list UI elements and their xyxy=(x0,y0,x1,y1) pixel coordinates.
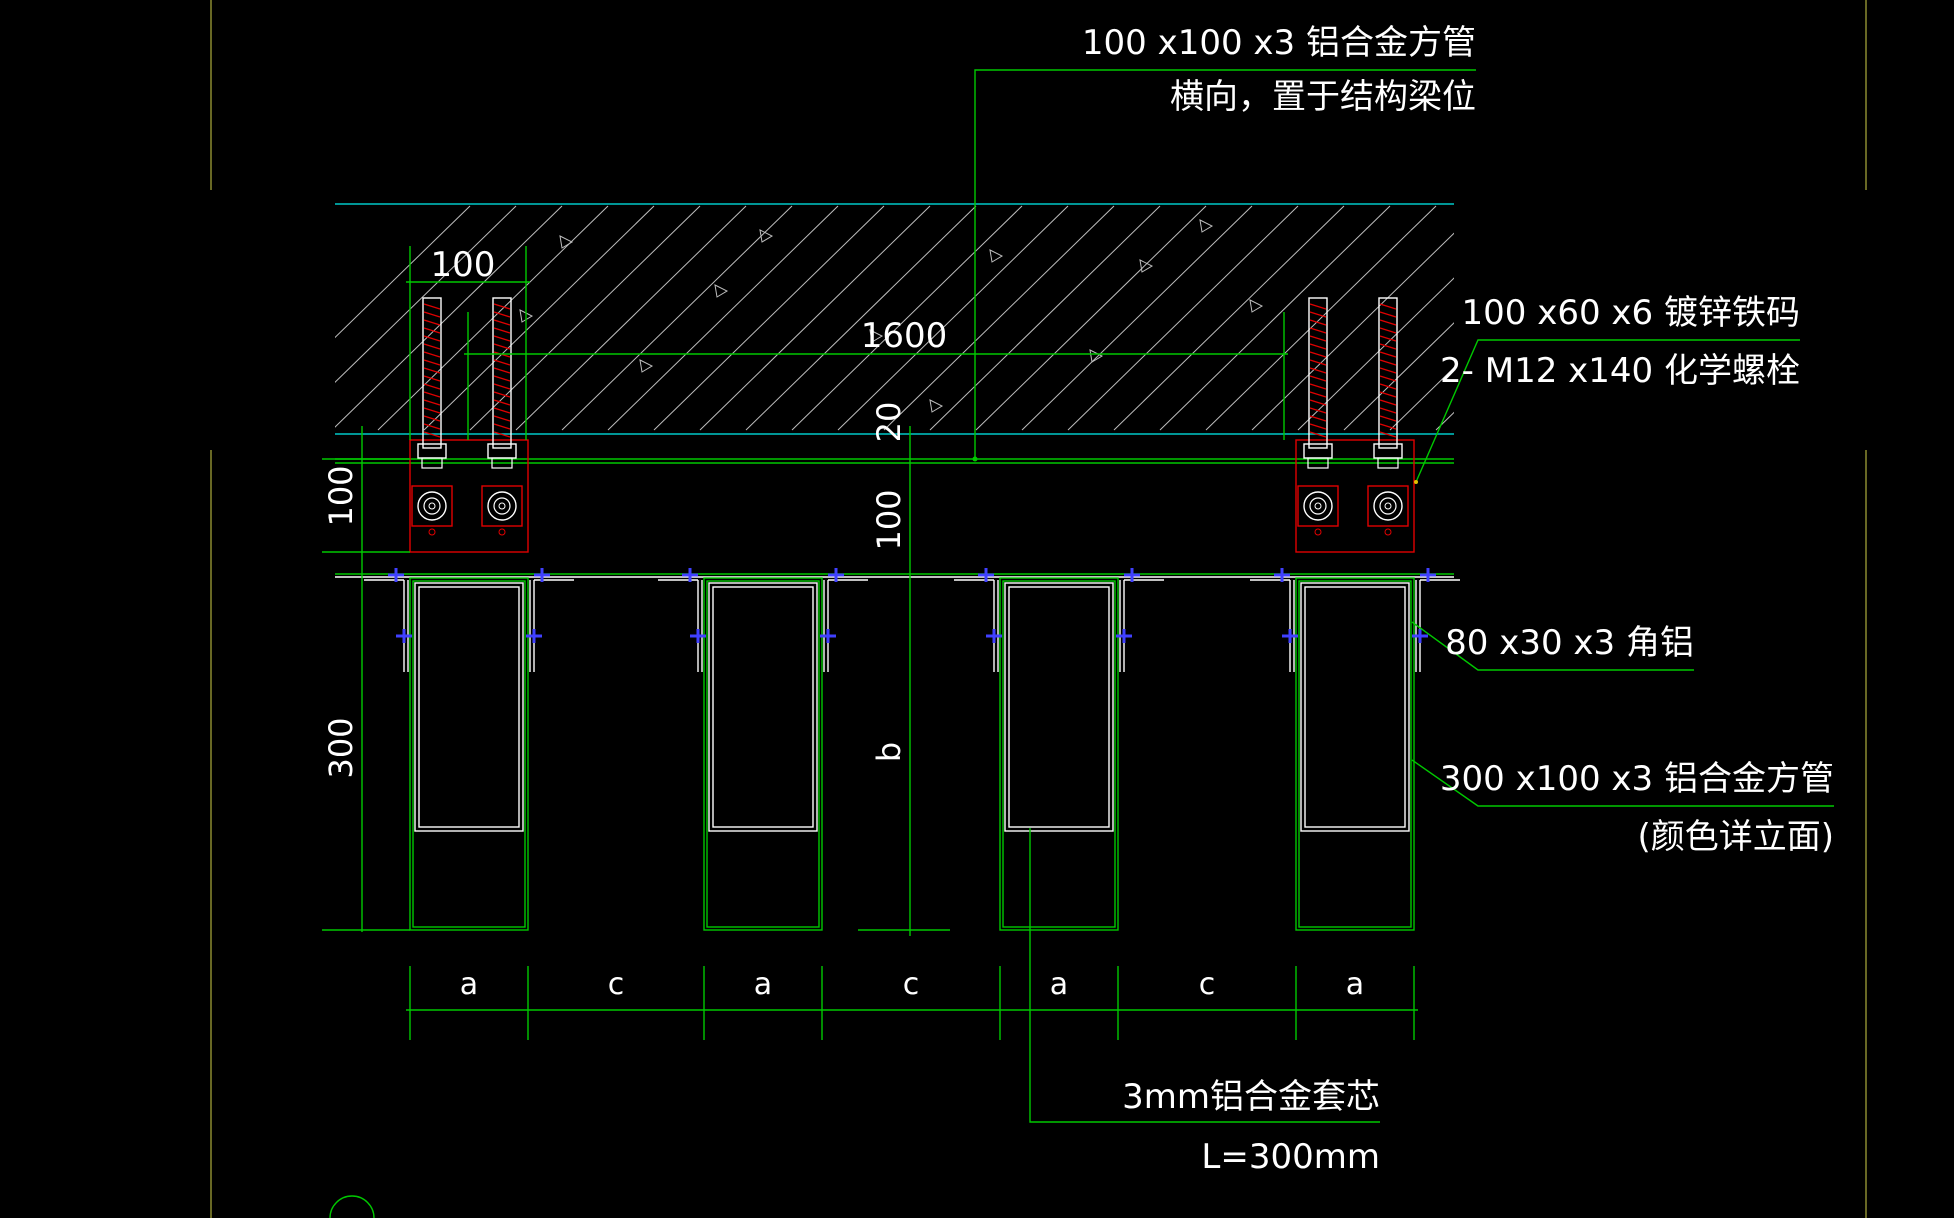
dim-spacing-var: b xyxy=(870,742,908,762)
dim-bracket-width: 100 xyxy=(431,245,496,285)
core-sleeve xyxy=(1004,582,1114,832)
dim-tube-height: 300 xyxy=(322,717,360,778)
angle-spec: 80 x30 x3 角铝 xyxy=(1445,623,1694,663)
dim-top-offset: 100 xyxy=(870,489,908,550)
dim-span: 1600 xyxy=(861,316,948,356)
bolt-head xyxy=(487,491,517,521)
bracket-assembly xyxy=(409,297,529,553)
main-tube-note: (颜色详立面) xyxy=(1637,817,1834,857)
bottom-dim-label: a xyxy=(1346,967,1364,1002)
bolt-head xyxy=(417,491,447,521)
anchor-bolt xyxy=(492,297,512,449)
vertical-tubes xyxy=(364,568,1460,931)
concrete-aggregate xyxy=(519,219,1264,413)
bottom-dim-label: c xyxy=(903,967,920,1002)
core-length: L=300mm xyxy=(1201,1137,1380,1177)
bracket-assemblies xyxy=(409,297,1415,553)
aluminum-tube xyxy=(364,568,574,931)
main-tube-spec: 300 x100 x3 铝合金方管 xyxy=(1440,759,1834,799)
bolt-spec: 2- M12 x140 化学螺栓 xyxy=(1440,351,1800,391)
core-sleeve xyxy=(1300,582,1410,832)
bolt-head xyxy=(1373,491,1403,521)
concrete-hatch xyxy=(0,180,1874,455)
concrete-slab xyxy=(0,180,1874,455)
core-sleeve xyxy=(414,582,524,832)
bottom-dim-label: c xyxy=(1199,967,1216,1002)
dimension-lines xyxy=(322,69,1834,1123)
aluminum-tube xyxy=(658,568,868,931)
core-spec: 3mm铝合金套芯 xyxy=(1122,1077,1380,1117)
top-tube xyxy=(335,458,1454,578)
bottom-dim-label: a xyxy=(754,967,772,1002)
anchor-bolt xyxy=(1308,297,1328,449)
bracket-spec: 100 x60 x6 镀锌铁码 xyxy=(1462,293,1800,333)
dim-bracket-height: 100 xyxy=(322,465,360,526)
top-tube-spec: 100 x100 x3 铝合金方管 xyxy=(1082,23,1476,63)
aluminum-tube xyxy=(1250,568,1460,931)
anchor-bolt xyxy=(422,297,442,449)
top-tube-note: 横向，置于结构梁位 xyxy=(1170,77,1476,117)
aluminum-tube xyxy=(954,568,1164,931)
bottom-dim-label: a xyxy=(1050,967,1068,1002)
frame-corner-arc xyxy=(329,1195,375,1218)
bolt-head xyxy=(1303,491,1333,521)
anchor-bolt xyxy=(1378,297,1398,449)
dim-gap: 20 xyxy=(870,402,908,443)
bottom-dim-label: a xyxy=(460,967,478,1002)
bracket-assembly xyxy=(1295,297,1415,553)
core-sleeve xyxy=(708,582,818,832)
bottom-dim-label: c xyxy=(608,967,625,1002)
